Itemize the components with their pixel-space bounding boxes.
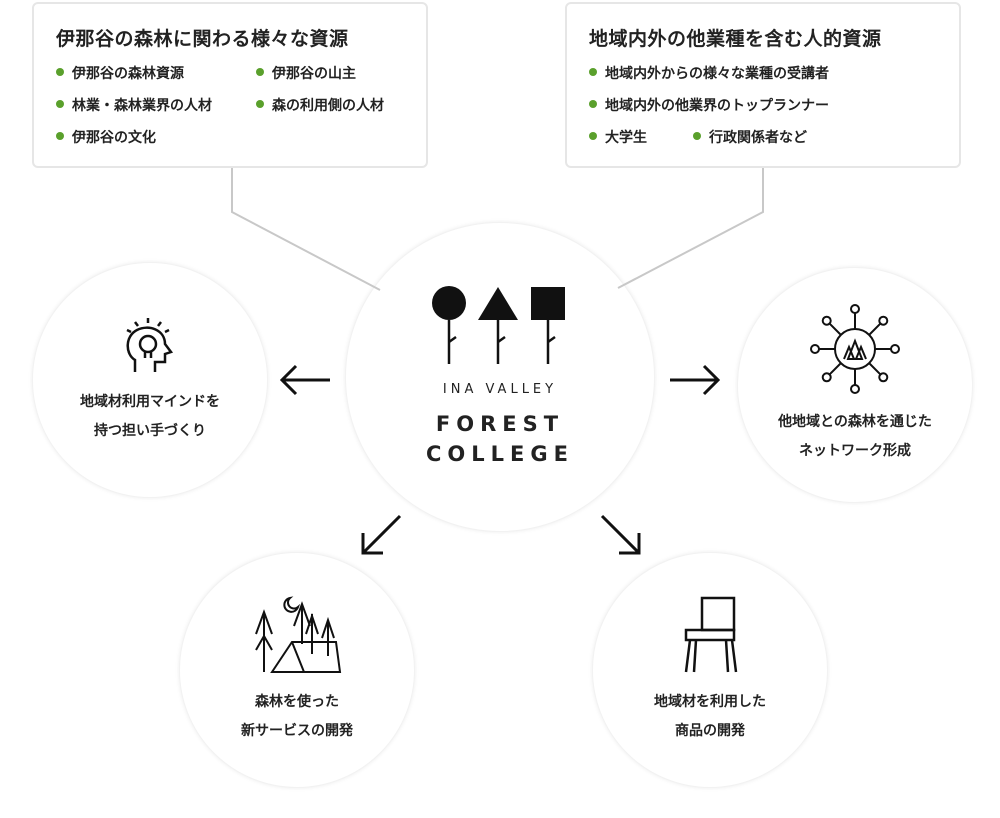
mind-head-icon xyxy=(126,318,174,372)
outcome-mindset: 地域材利用マインドを持つ担い手づくり xyxy=(32,262,268,498)
forest-resources-box: 伊那谷の森林に関わる様々な資源 伊那谷の森林資源 伊那谷の山主 林業・森林業界の… xyxy=(32,2,428,168)
bullet-icon xyxy=(56,100,64,108)
arrow-right-icon xyxy=(670,364,721,396)
chair-icon xyxy=(684,596,738,673)
list-item: 森の利用側の人材 xyxy=(256,95,416,127)
logo-subtitle: INA VALLEY xyxy=(442,381,558,397)
bullet-icon xyxy=(589,68,597,76)
list-item: 伊那谷の山主 xyxy=(256,63,416,95)
arrow-down-right-icon xyxy=(600,514,641,555)
tree-shapes-icon xyxy=(432,285,565,364)
bullet-icon xyxy=(589,132,597,140)
human-resources-box: 地域内外の他業種を含む人的資源 地域内外からの様々な業種の受講者 地域内外の他業… xyxy=(565,2,961,168)
right-connector xyxy=(617,168,764,289)
outcome-network: 他地域との森林を通じたネットワーク形成 xyxy=(737,267,973,503)
list-item: 伊那谷の文化 xyxy=(56,127,256,159)
box-title: 地域内外の他業種を含む人的資源 xyxy=(589,28,882,50)
bullet-icon xyxy=(693,132,701,140)
list-item: 大学生 xyxy=(589,127,693,159)
list-item: 伊那谷の森林資源 xyxy=(56,63,256,95)
list-item: 地域内外からの様々な業種の受講者 xyxy=(589,63,949,95)
box-title: 伊那谷の森林に関わる様々な資源 xyxy=(56,28,349,50)
bullet-icon xyxy=(589,100,597,108)
bullet-icon xyxy=(56,68,64,76)
arrow-down-left-icon xyxy=(361,514,402,555)
arrow-left-icon xyxy=(279,364,330,396)
network-forest-icon xyxy=(810,304,900,394)
list-item: 地域内外の他業界のトップランナー xyxy=(589,95,949,127)
left-connector xyxy=(231,168,381,291)
bullet-icon xyxy=(256,100,264,108)
list-item: 林業・森林業界の人材 xyxy=(56,95,256,127)
bullet-icon xyxy=(256,68,264,76)
outcome-service: 森林を使った新サービスの開発 xyxy=(179,552,415,788)
bullet-icon xyxy=(56,132,64,140)
list-item: 行政関係者など xyxy=(693,127,893,159)
camping-tent-icon xyxy=(255,596,342,673)
outcome-product: 地域材を利用した商品の開発 xyxy=(592,552,828,788)
